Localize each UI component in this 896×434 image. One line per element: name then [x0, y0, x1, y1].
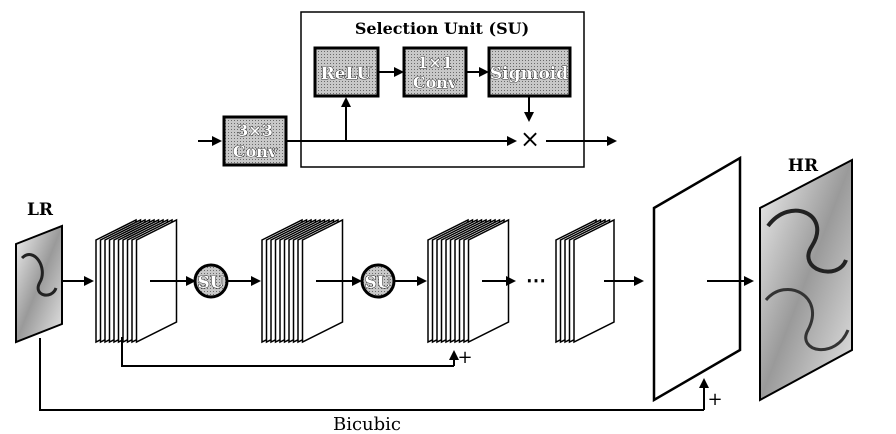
hr-output-group: HR: [759, 156, 853, 402]
feature-stack-3: [427, 218, 510, 344]
feature-map-sheet: [573, 218, 615, 344]
multiply-icon: ×: [520, 125, 540, 153]
bicubic-skip-line: [39, 338, 704, 411]
ellipsis-icon: ⋯: [526, 268, 546, 292]
upsampled-feature-plane: [652, 155, 742, 403]
sigmoid-block: [487, 46, 572, 98]
hr-image: [759, 158, 853, 402]
conv1x1-label-bottom: Conv: [413, 73, 458, 92]
selection-unit-panel: Selection Unit (SU) ReLU 1×1 Conv Sigmoi…: [300, 11, 585, 168]
conv1x1-label-top: 1×1: [417, 53, 453, 72]
feature-stack-4: [555, 218, 615, 344]
lr-input-group: LR: [15, 200, 94, 344]
bicubic-label: Bicubic: [333, 414, 401, 434]
conv3x3-label-bottom: Conv: [233, 142, 278, 161]
conv3x3-block: [222, 115, 288, 167]
hr-image-swirl-2: [764, 288, 850, 351]
outer-plus-symbol: +: [707, 389, 722, 410]
sigmoid-label: Sigmoid: [490, 64, 568, 84]
feature-stack-2: [261, 218, 344, 344]
inner-plus-symbol: +: [457, 347, 472, 368]
lr-label: LR: [27, 200, 54, 220]
su-badge-2-label: SU: [364, 273, 391, 293]
hr-image-swirl-1: [766, 208, 848, 274]
hr-label: HR: [788, 156, 819, 176]
inner-skip-line: [121, 337, 454, 367]
relu-block: [313, 46, 380, 98]
su-badge-1-label: SU: [197, 273, 224, 293]
lr-image-swirl: [20, 253, 58, 297]
relu-label: ReLU: [321, 64, 372, 84]
conv3x3-label-top: 3×3: [237, 121, 273, 140]
conv1x1-block: [402, 46, 468, 98]
conv3x3-path: 3×3 Conv: [198, 115, 617, 167]
selection-unit-title: Selection Unit (SU): [355, 19, 529, 38]
